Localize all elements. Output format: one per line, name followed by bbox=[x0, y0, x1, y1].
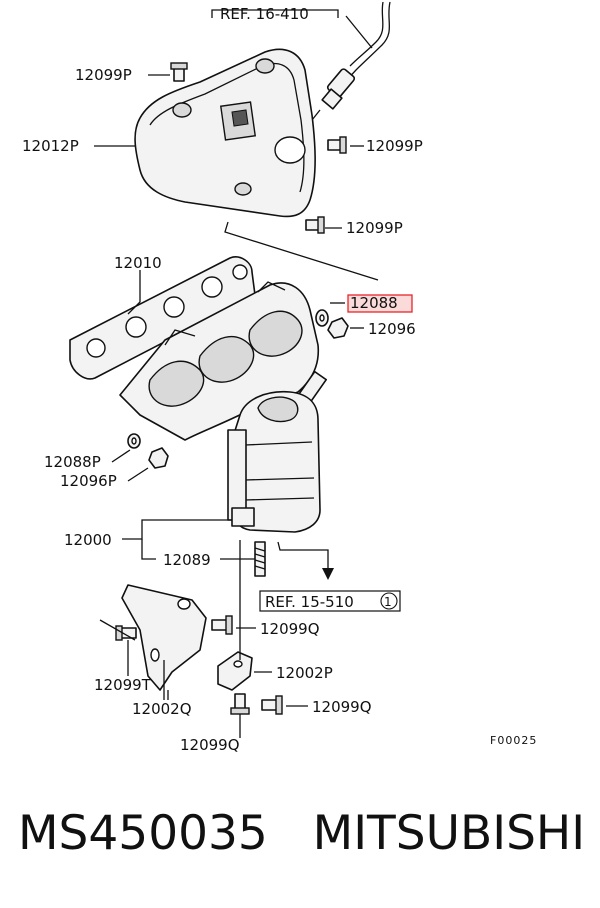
bolt-12099T bbox=[115, 625, 137, 641]
label-12096: 12096 bbox=[368, 320, 416, 338]
bolt-12099P-b bbox=[327, 136, 347, 154]
label-ref-bottom-circle: 1 bbox=[384, 595, 392, 609]
stud-12089 bbox=[254, 541, 266, 577]
bolt-12099P-a bbox=[170, 62, 188, 82]
label-12012P: 12012P bbox=[22, 137, 79, 155]
leader-lines bbox=[94, 74, 364, 738]
catalytic-converter bbox=[227, 390, 321, 533]
bolt-12099Q-b bbox=[261, 695, 283, 715]
label-12099P-c: 12099P bbox=[346, 219, 403, 237]
footer-caption: MS450035 MITSUBISHI bbox=[18, 806, 598, 876]
ref-16-410-callout: REF. 16-410 bbox=[211, 1, 391, 83]
label-12099P-a: 12099P bbox=[75, 66, 132, 84]
washer-12088P bbox=[127, 433, 141, 449]
arrow-down-icon bbox=[322, 568, 334, 580]
label-12089: 12089 bbox=[163, 551, 211, 569]
washer-12088 bbox=[315, 309, 329, 327]
heat-shield-12012P bbox=[134, 48, 316, 218]
figure-code: F00025 bbox=[490, 734, 537, 747]
oxygen-sensor bbox=[299, 68, 356, 136]
label-12099Q-b: 12099Q bbox=[312, 698, 372, 716]
bracket-12002P bbox=[217, 651, 253, 691]
label-12096P: 12096P bbox=[60, 472, 117, 490]
label-ref-15-510: REF. 15-510 bbox=[265, 593, 354, 611]
ref-bottom-circle bbox=[380, 592, 398, 610]
nut-12096P bbox=[148, 447, 169, 469]
label-12099T: 12099T bbox=[94, 676, 152, 694]
ref-15-510-box bbox=[259, 590, 401, 612]
bolt-12099Q-a bbox=[211, 615, 233, 635]
ref-top-label: REF. 16-410 bbox=[220, 5, 309, 23]
highlight-box-12088 bbox=[347, 294, 413, 313]
label-12000: 12000 bbox=[64, 531, 112, 549]
label-12002Q: 12002Q bbox=[132, 700, 192, 718]
label-12088P: 12088P bbox=[44, 453, 101, 471]
label-12099P-b: 12099P bbox=[366, 137, 423, 155]
label-12099Q-a: 12099Q bbox=[260, 620, 320, 638]
bracket-12002Q bbox=[121, 584, 207, 691]
label-12002P: 12002P bbox=[276, 664, 333, 682]
label-12088: 12088 bbox=[350, 294, 398, 312]
footer-brand: MITSUBISHI bbox=[312, 806, 586, 861]
gasket-12010 bbox=[69, 256, 256, 380]
label-12010: 12010 bbox=[114, 254, 162, 272]
footer-part-number: MS450035 bbox=[18, 806, 268, 861]
label-12099Q-c: 12099Q bbox=[180, 736, 240, 754]
bolt-12099Q-c bbox=[230, 693, 250, 715]
nut-12096 bbox=[327, 317, 349, 339]
bolt-12099P-c bbox=[305, 216, 325, 234]
